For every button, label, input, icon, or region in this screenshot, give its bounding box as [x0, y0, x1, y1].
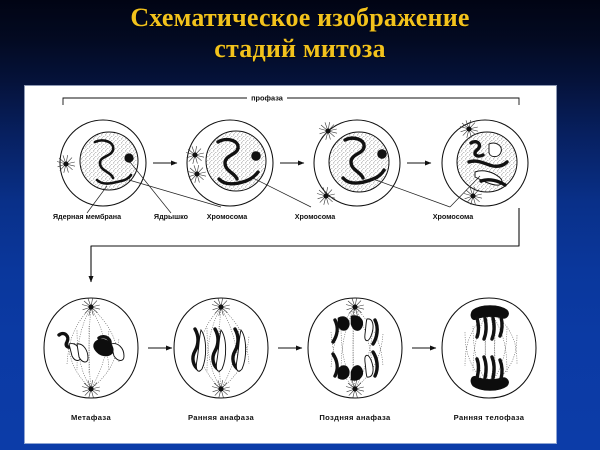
page-title: Схематическое изображение стадий митоза: [0, 2, 600, 64]
bottom-label-early-anaphase: Ранняя анафаза: [188, 413, 255, 422]
callout-label-chromosome-2: Хромосома: [295, 212, 337, 221]
early-telophase-cell: Ранняя телофаза: [441, 297, 537, 422]
late-anaphase-cell: Поздняя анафаза: [307, 297, 403, 422]
callout-label-chromosome-1: Хромосома: [207, 212, 249, 221]
nucleolus-cell-2: [251, 151, 261, 161]
nucleolus-cell-3: [377, 149, 387, 159]
callout-label-nuclear-membrane: Ядерная мембрана: [53, 212, 122, 221]
prophase-bracket-label: профаза: [251, 94, 284, 103]
bottom-label-late-anaphase: Поздняя анафаза: [319, 413, 391, 422]
callout-label-nucleolus: Ядрышко: [154, 212, 189, 221]
early-anaphase-cell: Ранняя анафаза: [173, 297, 269, 422]
bottom-label-metaphase: Метафаза: [71, 413, 111, 422]
prophase-cell-4: [441, 119, 529, 208]
mitosis-diagram-panel: профаза: [25, 86, 556, 443]
row-wrap-connector: [88, 208, 520, 283]
telophase-chromosome-masses: [470, 305, 509, 391]
prophase-bracket: профаза: [62, 94, 520, 105]
prophase-cell-2: [185, 119, 312, 208]
top-row-callout-labels: Ядерная мембрана Ядрышко Хромосома Хромо…: [53, 212, 474, 221]
bottom-label-early-telophase: Ранняя телофаза: [454, 413, 525, 422]
prophase-cell-1: [56, 119, 222, 214]
page-title-line-2: стадий митоза: [214, 34, 386, 63]
nucleolus-cell-1: [124, 153, 134, 163]
page-title-line-1: Схематическое изображение: [130, 3, 470, 32]
mitosis-diagram: профаза: [43, 94, 537, 422]
early-anaphase-chromosomes: [191, 327, 247, 372]
callout-label-chromosome-3: Хромосома: [433, 212, 475, 221]
metaphase-cell: Метафаза: [43, 297, 139, 422]
prophase-cell-3: [313, 119, 451, 208]
late-anaphase-chromosomes: [331, 315, 379, 381]
